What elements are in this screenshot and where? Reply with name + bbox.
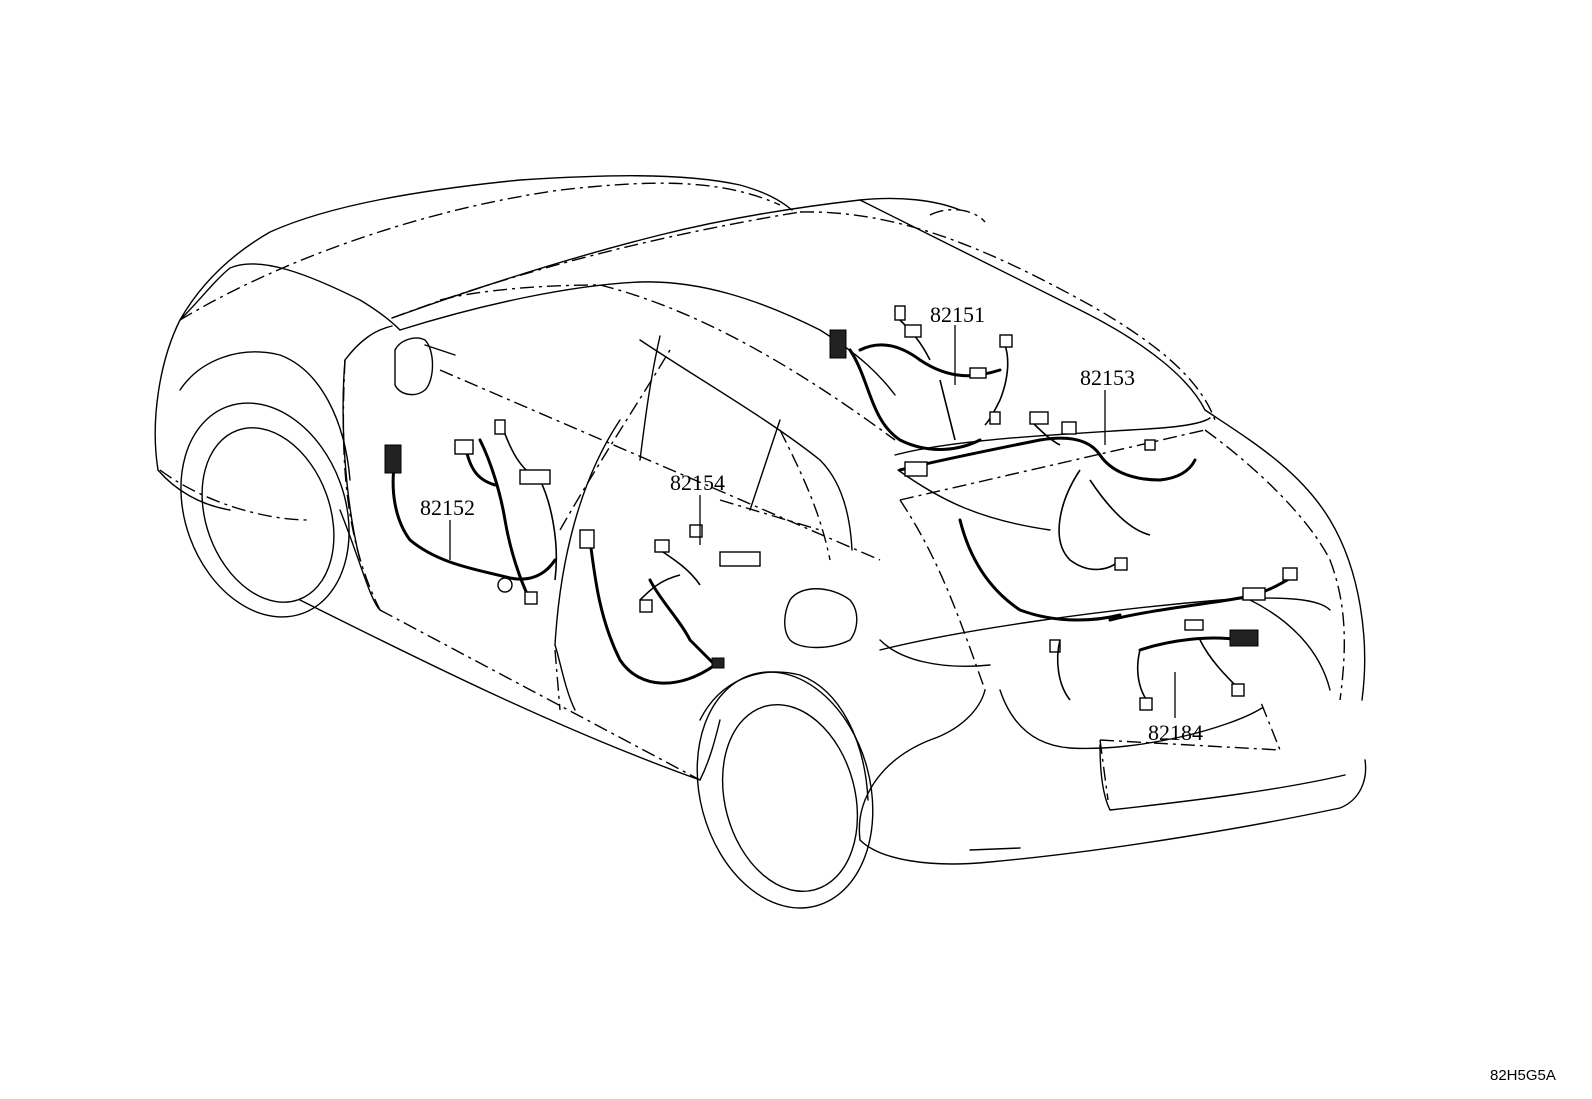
- part-label-82151: 82151: [930, 302, 985, 327]
- phantom-body-lines: [159, 182, 1345, 801]
- harness-82151: [829, 305, 1013, 451]
- part-label-82152: 82152: [420, 495, 475, 520]
- harness-82152: [384, 419, 558, 605]
- diagram-code: 82H5G5A: [1490, 1067, 1556, 1084]
- rear-wheel: [696, 671, 874, 909]
- part-label-82154: 82154: [670, 470, 725, 495]
- car-body-outline: [154, 175, 1367, 865]
- harness-82184: [1056, 567, 1298, 711]
- part-label-82153: 82153: [1080, 365, 1135, 390]
- harness-82154: [579, 524, 761, 685]
- part-label-82184: 82184: [1148, 720, 1203, 745]
- leader-lines: [449, 325, 1176, 718]
- harness-82153: [898, 411, 1197, 653]
- front-wheel: [179, 351, 351, 618]
